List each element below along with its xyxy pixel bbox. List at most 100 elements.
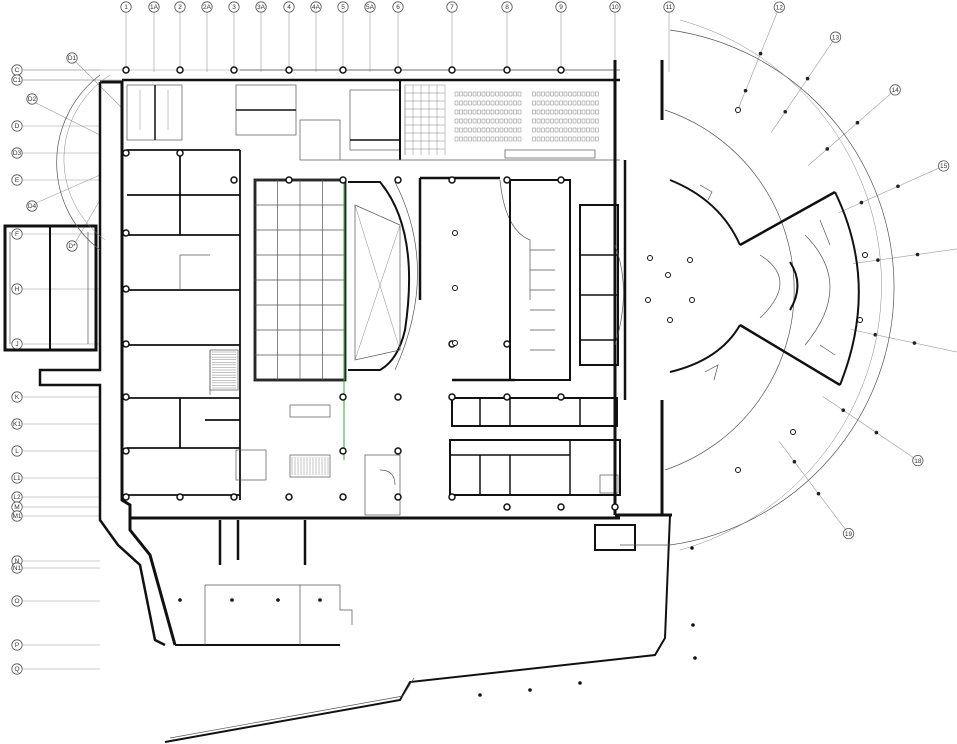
grid-bubble-row-O: O [11,595,23,607]
grid-bubble-col-3: 3 [228,1,240,13]
grid-bubble-row-D1: D1 [66,52,78,64]
svg-text:D4: D4 [28,203,37,210]
svg-text:O: O [14,598,19,605]
grid-bubble-col-4A: 4A [310,1,322,13]
svg-text:14: 14 [892,87,900,94]
grid-bubble-row-J: J [11,338,23,350]
svg-text:L2: L2 [13,494,21,501]
svg-text:D2: D2 [28,96,37,103]
grid-bubble-row-C1: C1 [11,74,23,86]
grid-bubble-radial-19: 19 [842,527,855,540]
grid-bubble-col-5: 5 [337,1,349,13]
grid-bubble-radial-15: 15 [938,160,950,172]
svg-text:15: 15 [940,163,948,170]
svg-text:12: 12 [776,4,784,11]
svg-text:D3: D3 [13,150,22,157]
radial-grid-line-16 [853,248,957,264]
grid-bubble-col-2A: 2A [201,1,213,13]
svg-text:K: K [15,394,20,401]
grid-bubble-row-D: D [11,120,23,132]
grid-bubble-row-Q: Q [11,663,23,675]
grid-bubble-row-N1: N1 [11,562,23,574]
east-lobby [613,60,672,546]
radial-grid-line-15 [838,165,944,213]
svg-text:P: P [15,642,19,649]
grid-bubble-row-L: L [11,445,23,457]
grid-bubble-row-K1: K1 [11,418,23,430]
svg-text:N1: N1 [13,565,22,572]
stage-area [348,181,418,371]
grid-bubble-row-M1: M1 [11,510,23,522]
grid-bubble-col-7: 7 [446,1,458,13]
radial-grid-line-18 [822,395,919,461]
grid-bubble-col-5A: 5A [364,1,376,13]
svg-text:L1: L1 [13,475,21,482]
svg-text:2: 2 [178,4,182,11]
svg-text:C: C [15,67,20,74]
svg-text:9: 9 [559,4,563,11]
svg-text:D*: D* [68,243,76,250]
svg-text:L: L [15,448,19,455]
grid-bubble-col-1A: 1A [148,1,160,13]
svg-text:M1: M1 [12,513,21,520]
svg-text:6: 6 [396,4,400,11]
grid-bubble-col-2: 2 [174,1,186,13]
svg-text:1: 1 [124,4,128,11]
svg-text:7: 7 [450,4,454,11]
svg-text:D1: D1 [68,55,77,62]
grid-bubble-row-D2: D2 [26,93,38,105]
svg-text:5A: 5A [366,4,375,11]
svg-text:3: 3 [232,4,236,11]
grid-bubble-row-D4: D4 [26,200,38,212]
svg-text:D: D [15,123,20,130]
radial-grid-lines: 1213141516171819 [735,1,957,540]
svg-text:N: N [15,558,20,565]
grid-bubble-col-11: 11 [663,1,675,13]
radial-grid-line-14 [808,89,896,166]
grid-bubble-row-K: K [11,391,23,403]
svg-text:3A: 3A [257,4,266,11]
grid-bubble-radial-14: 14 [889,84,901,96]
grid-bubble-row-L2: L2 [11,491,23,503]
svg-text:5: 5 [341,4,345,11]
grid-bubble-col-6: 6 [392,1,404,13]
svg-text:J: J [15,341,18,348]
exterior-walls [3,69,671,743]
svg-text:H: H [15,286,20,293]
svg-text:19: 19 [845,531,853,538]
radial-grid-line-12 [735,7,780,114]
column-grid-lines: 1 1A 2 2A 3 3A 4 4A 5 5A 6 7 8 9 10 11 [120,1,675,72]
grid-bubble-row-E: E [11,174,23,186]
svg-text:K1: K1 [13,421,21,428]
svg-text:C1: C1 [13,77,22,84]
grid-bubble-row-D*: D* [66,240,78,252]
svg-text:4A: 4A [312,4,321,11]
radial-grid-line-19 [779,441,849,534]
grid-bubble-row-D3: D3 [11,147,23,159]
grid-bubble-radial-12: 12 [773,1,785,13]
studio-grid-room [253,178,347,460]
svg-text:11: 11 [666,4,673,11]
svg-text:E: E [15,177,20,184]
grid-bubble-col-3A: 3A [255,1,267,13]
grid-bubble-col-8: 8 [501,1,513,13]
grid-bubble-col-10: 10 [609,1,621,13]
structural-columns [122,66,868,697]
grid-bubble-radial-13: 13 [829,31,842,43]
grid-bubble-row-F: F [11,228,23,240]
grid-bubble-col-4: 4 [283,1,295,13]
grid-bubble-row-C: C [11,64,23,76]
grid-bubble-col-1: 1 [120,1,132,13]
svg-text:18: 18 [914,458,922,465]
stair-cores [209,84,401,481]
grid-bubble-row-L1: L1 [11,472,23,484]
svg-text:F: F [15,231,19,238]
svg-text:Q: Q [14,666,19,673]
rotunda [614,19,895,551]
grid-bubble-col-9: 9 [555,1,567,13]
lower-rooms [364,397,636,551]
svg-text:4: 4 [287,4,291,11]
central-hall [340,80,620,382]
